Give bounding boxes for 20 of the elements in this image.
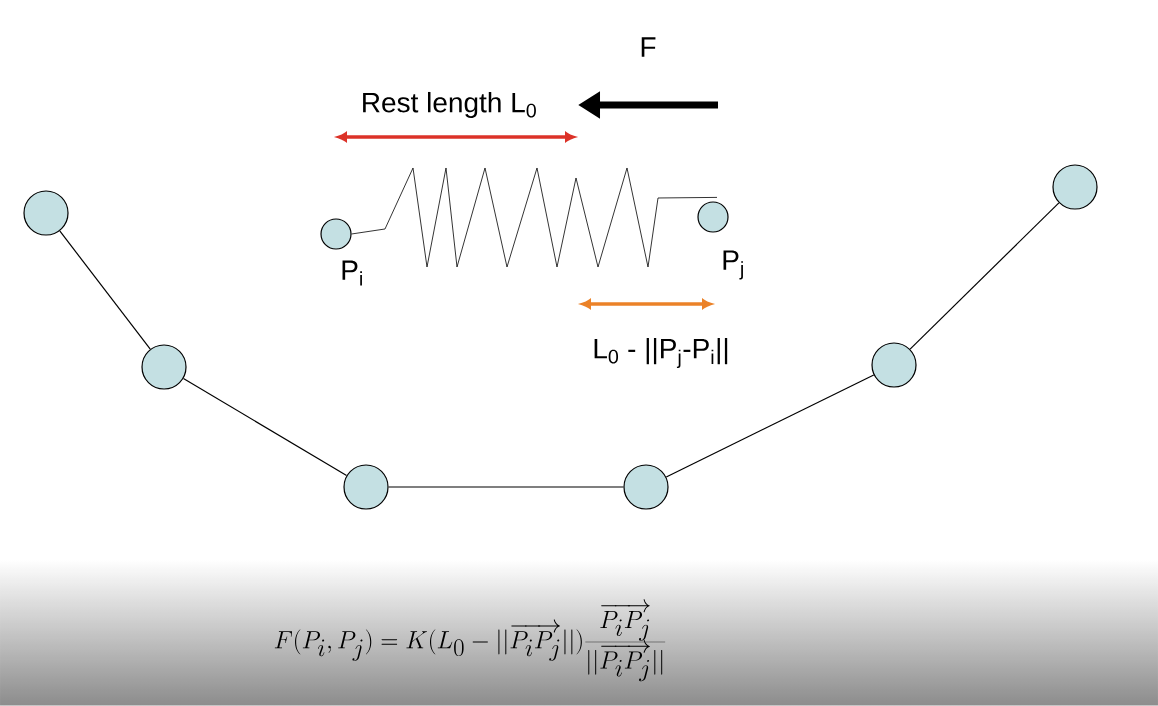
force-label: F [641, 37, 656, 57]
dimension-label: Rest length L$_{0}$ [363, 91, 536, 119]
particle-circle [623, 464, 669, 510]
particle-circle [141, 344, 187, 390]
particle-circle [343, 464, 389, 510]
connector-line [59, 230, 151, 350]
connector-line [388, 486, 624, 488]
connector-line [665, 374, 875, 478]
particle-circle [1052, 164, 1098, 210]
connector-line [909, 202, 1060, 350]
dimension-label: L$_{0}$ - ||P$_{j}$-P$_{i}$|| [594, 338, 728, 368]
particle-circle [697, 201, 729, 233]
point-label: P$_{j}$ [723, 250, 743, 280]
formula: $F(P_i, P_j) = K(L_0 - ||\overrightarrow{P_iP_j}||)\frac{\overrightarrow{P_iP_j}}{||\overrightarrow{P_iP_j}||}$ [274, 599, 666, 682]
point-label: P$_{i}$ [342, 260, 362, 286]
particle-circle [320, 218, 352, 250]
particle-circle [23, 190, 69, 236]
spring [351, 167, 718, 268]
particle-circle [871, 342, 917, 388]
connector-line [182, 377, 348, 477]
